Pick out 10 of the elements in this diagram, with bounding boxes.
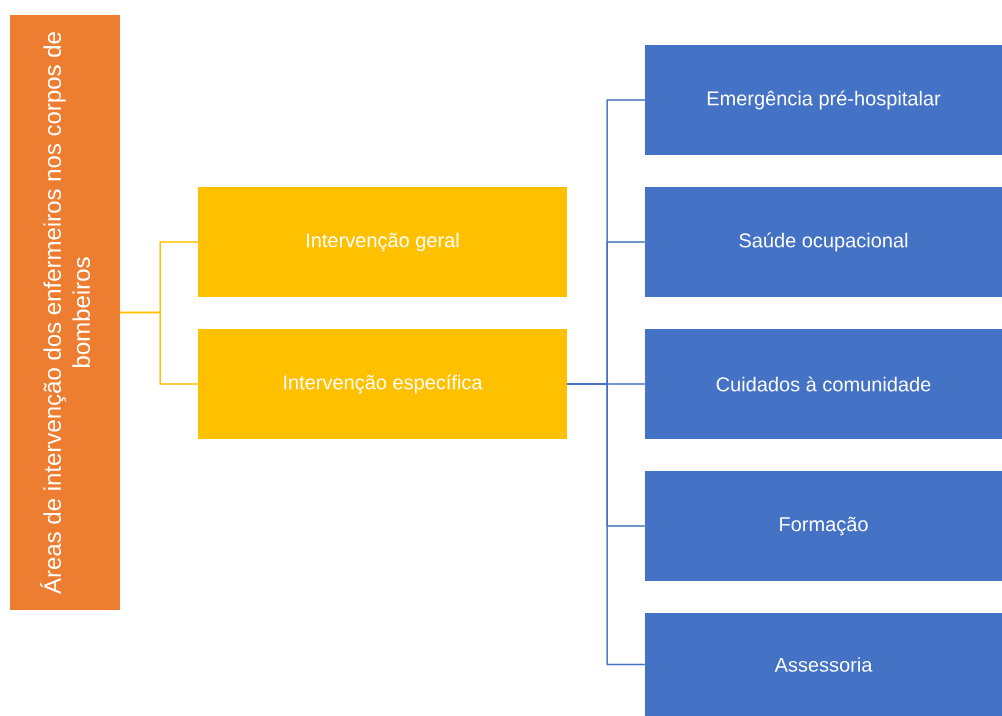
- category-box: Intervenção geral: [198, 187, 567, 297]
- area-box: Saúde ocupacional: [645, 187, 1002, 297]
- category-box: Intervenção específica: [198, 329, 567, 439]
- title-bar: Áreas de intervenção dos enfermeiros nos corpos de bombeiros: [10, 15, 120, 610]
- connector: [119, 311, 199, 385]
- connector: [566, 383, 646, 666]
- area-box: Formação: [645, 471, 1002, 581]
- area-box: Assessoria: [645, 613, 1002, 716]
- area-box: Emergência pré-hospitalar: [645, 45, 1002, 155]
- area-box: Cuidados à comunidade: [645, 329, 1002, 439]
